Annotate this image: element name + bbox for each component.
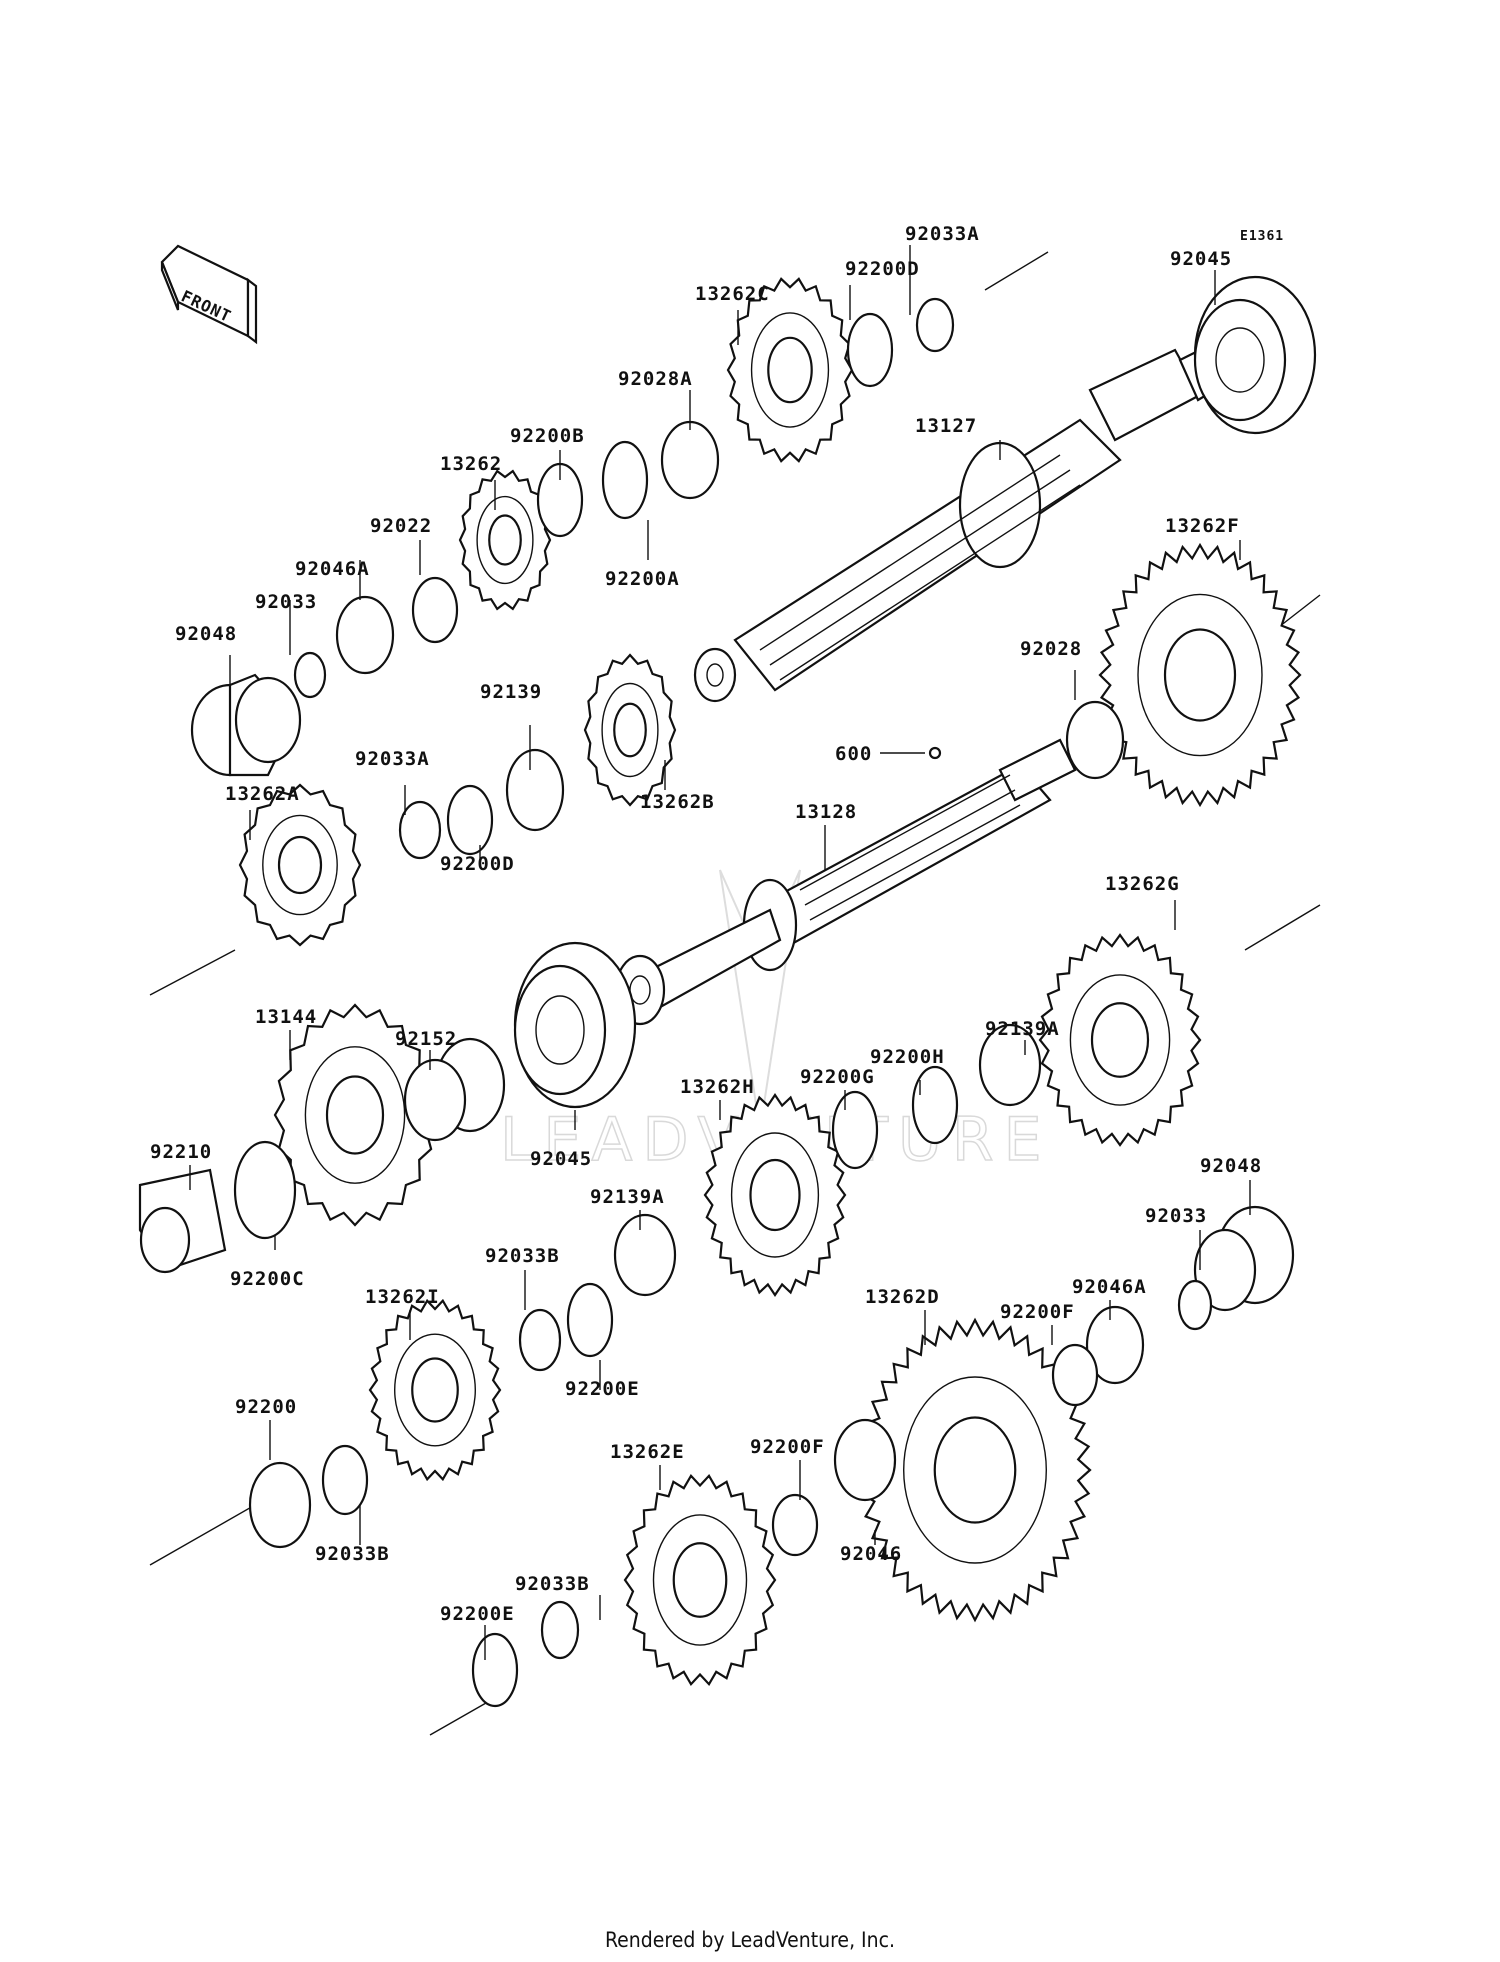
part-label-92200d: 92200D bbox=[440, 853, 515, 875]
bushing-92048-top bbox=[190, 673, 302, 777]
part-label-92200c: 92200C bbox=[230, 1268, 305, 1290]
part-label-13262i: 13262I bbox=[365, 1286, 440, 1308]
part-label-92200e: 92200E bbox=[440, 1603, 515, 1625]
gear-13262e bbox=[623, 1473, 777, 1687]
part-label-92139: 92139 bbox=[480, 681, 542, 703]
part-label-92200g: 92200G bbox=[800, 1066, 875, 1088]
collar-92210 bbox=[138, 1168, 227, 1274]
part-labels: 92033A 92200D 13262C 92045 92028A 13127 92200B… bbox=[150, 223, 1262, 1625]
part-label-13262g: 13262G bbox=[1105, 873, 1180, 895]
part-label-92045: 92045 bbox=[1170, 248, 1232, 270]
part-label-92200e: 92200E bbox=[565, 1378, 640, 1400]
part-label-13262: 13262 bbox=[440, 453, 502, 475]
part-label-13127: 13127 bbox=[915, 415, 977, 437]
part-label-92046: 92046 bbox=[840, 1543, 902, 1565]
gear-13262b bbox=[583, 653, 677, 807]
needle-bearings bbox=[335, 420, 1145, 1502]
part-label-13128: 13128 bbox=[795, 801, 857, 823]
part-label-92033: 92033 bbox=[255, 591, 317, 613]
part-label-92033b: 92033B bbox=[515, 1573, 590, 1595]
part-label-92046a: 92046A bbox=[1072, 1276, 1147, 1298]
part-label-13262a: 13262A bbox=[225, 783, 300, 805]
part-label-13262b: 13262B bbox=[640, 791, 715, 813]
part-label-92210: 92210 bbox=[150, 1141, 212, 1163]
leader-lines bbox=[189, 245, 1251, 1660]
part-label-13262d: 13262D bbox=[865, 1286, 940, 1308]
part-label-600: 600 bbox=[835, 743, 872, 765]
part-label-13144: 13144 bbox=[255, 1006, 317, 1028]
part-label-92200b: 92200B bbox=[510, 425, 585, 447]
bushing-92152 bbox=[403, 1037, 506, 1142]
part-label-92200h: 92200H bbox=[870, 1046, 945, 1068]
part-label-92028a: 92028A bbox=[618, 368, 693, 390]
part-label-92200d: 92200D bbox=[845, 258, 920, 280]
part-label-92028: 92028 bbox=[1020, 638, 1082, 660]
gear-13262c bbox=[726, 277, 854, 463]
gear-13262a bbox=[238, 783, 362, 947]
part-label-92200f: 92200F bbox=[750, 1436, 825, 1458]
gear-13262h bbox=[703, 1093, 847, 1297]
gear-13262d bbox=[858, 1317, 1092, 1623]
bushing-92048-bottom bbox=[1193, 1205, 1295, 1312]
diagram-code: E1361 bbox=[1240, 229, 1284, 244]
part-label-92139a: 92139A bbox=[590, 1186, 665, 1208]
part-label-92139a: 92139A bbox=[985, 1018, 1060, 1040]
part-label-92033: 92033 bbox=[1145, 1205, 1207, 1227]
gear-13262i bbox=[368, 1298, 502, 1482]
part-label-13262f: 13262F bbox=[1165, 515, 1240, 537]
dot-600 bbox=[928, 746, 942, 760]
gear-13262f bbox=[1098, 542, 1302, 808]
gear-13144 bbox=[273, 1003, 437, 1227]
part-label-92033b: 92033B bbox=[485, 1245, 560, 1267]
footer-credit: Rendered by LeadVenture, Inc. bbox=[605, 1928, 895, 1952]
part-label-92033b: 92033B bbox=[315, 1543, 390, 1565]
gear-13262g bbox=[1038, 933, 1202, 1147]
part-label-13262h: 13262H bbox=[680, 1076, 755, 1098]
part-label-13262c: 13262C bbox=[695, 283, 770, 305]
part-label-92048: 92048 bbox=[1200, 1155, 1262, 1177]
part-label-92200: 92200 bbox=[235, 1396, 297, 1418]
part-label-92033a: 92033A bbox=[905, 223, 980, 245]
part-label-13262e: 13262E bbox=[610, 1441, 685, 1463]
part-label-92048: 92048 bbox=[175, 623, 237, 645]
part-label-92022: 92022 bbox=[370, 515, 432, 537]
part-label-92152: 92152 bbox=[395, 1028, 457, 1050]
shaft-13127 bbox=[693, 338, 1242, 703]
part-label-92045: 92045 bbox=[530, 1148, 592, 1170]
gears bbox=[238, 277, 1302, 1687]
front-arrow-icon: FRONT bbox=[160, 244, 258, 345]
shaft-13128 bbox=[614, 738, 1077, 1026]
part-label-92200a: 92200A bbox=[605, 568, 680, 590]
gear-13262 bbox=[458, 469, 552, 611]
bearing-92045-top bbox=[1193, 275, 1317, 435]
part-label-92200f: 92200F bbox=[1000, 1301, 1075, 1323]
thrust-washers bbox=[233, 297, 1213, 1708]
part-label-92046a: 92046A bbox=[295, 558, 370, 580]
bearing-92045-mid bbox=[513, 941, 637, 1109]
part-label-92033a: 92033A bbox=[355, 748, 430, 770]
